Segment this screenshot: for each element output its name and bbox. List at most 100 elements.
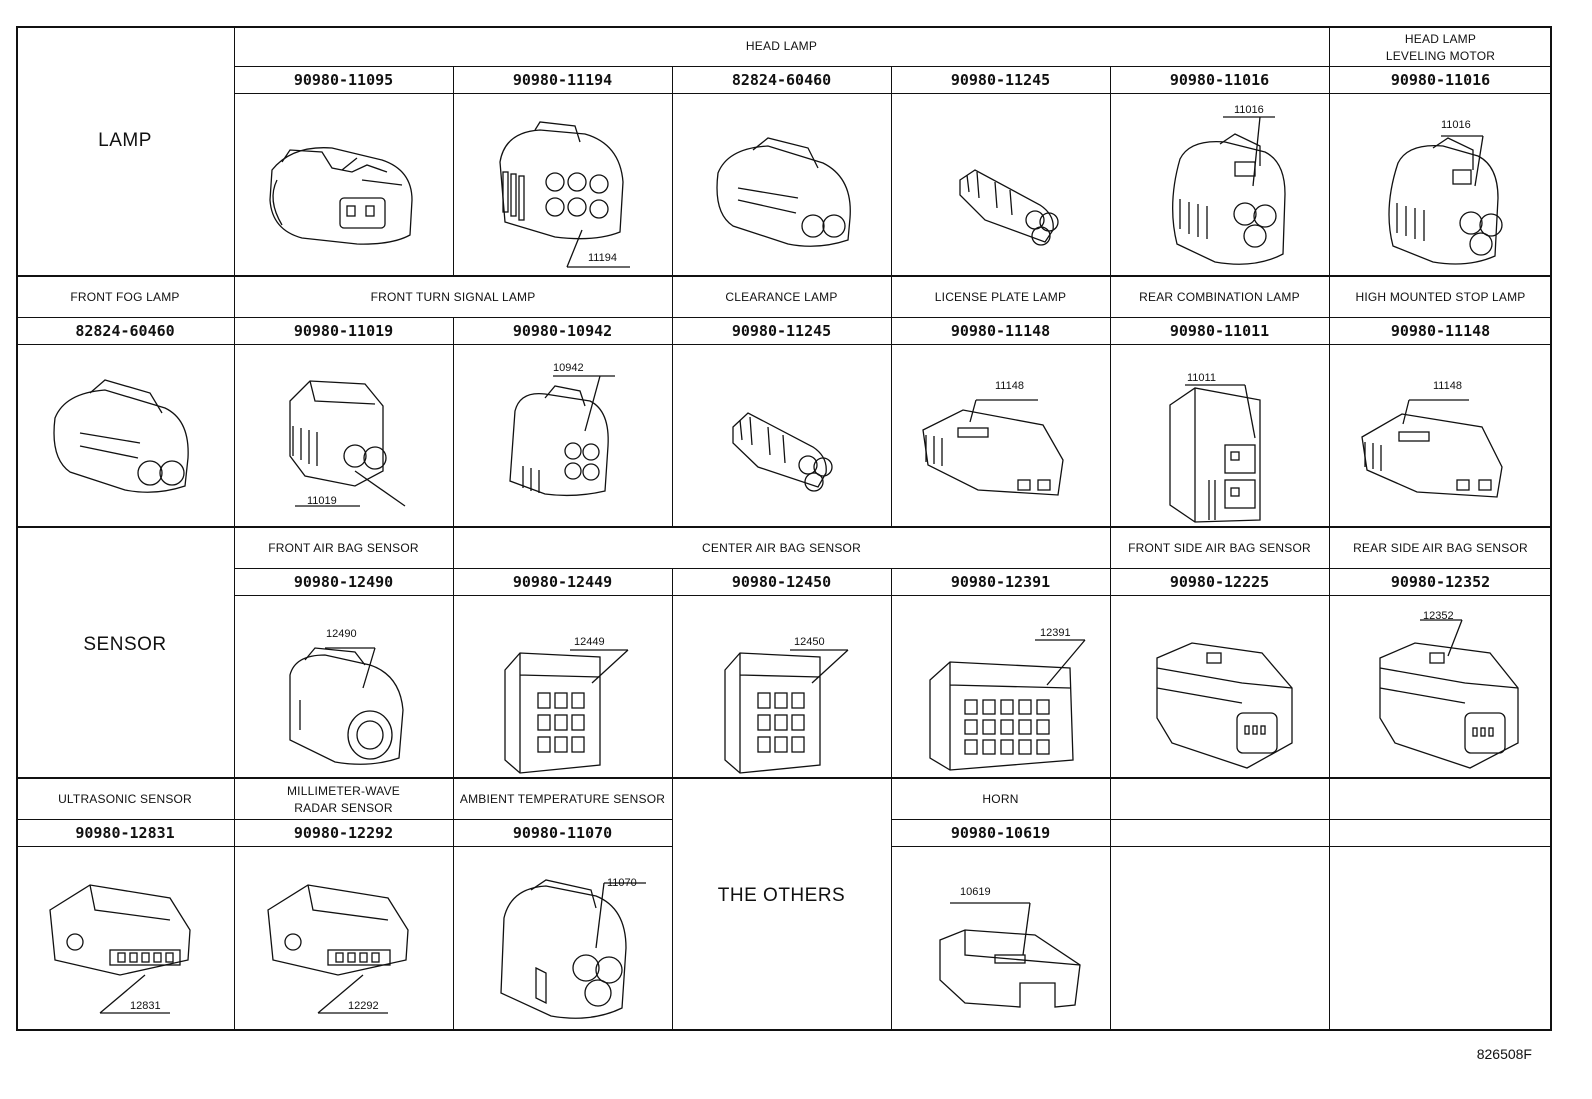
grid-line	[1110, 527, 1111, 778]
callout-label: 11070	[607, 877, 637, 889]
connector-illustration	[262, 140, 422, 255]
callout-label: 10942	[553, 362, 584, 374]
callout-label: 11011	[1187, 372, 1216, 384]
grid-line	[672, 66, 673, 276]
grid-line	[16, 317, 1552, 318]
callout-label: 11016	[1441, 119, 1471, 131]
connector-illustration	[935, 895, 1090, 1020]
connector-illustration	[500, 645, 630, 780]
connector-illustration	[496, 878, 656, 1028]
callout-label: 10619	[960, 886, 991, 898]
part-number: 90980-11245	[731, 322, 832, 340]
grid-line	[234, 276, 235, 527]
header-leveling-motor-line1: HEAD LAMP	[1404, 32, 1477, 46]
callout-label: 11194	[588, 252, 617, 264]
header-high-mounted-stop-lamp: HIGH MOUNTED STOP LAMP	[1355, 290, 1526, 304]
grid-line	[672, 568, 673, 778]
part-number: 90980-11016	[1169, 71, 1270, 89]
connector-illustration	[285, 640, 410, 775]
callout-label: 11148	[1433, 380, 1462, 392]
outer-frame	[16, 26, 1552, 1031]
grid-line	[891, 66, 892, 276]
header-horn: HORN	[982, 792, 1019, 806]
header-ambient-temperature-sensor: AMBIENT TEMPERATURE SENSOR	[459, 792, 666, 806]
grid-line	[1329, 527, 1330, 778]
grid-line	[1110, 66, 1111, 276]
part-number: 90980-11148	[1390, 322, 1491, 340]
callout-label: 12352	[1423, 610, 1454, 622]
grid-line	[1110, 276, 1111, 527]
header-center-air-bag-sensor: CENTER AIR BAG SENSOR	[702, 541, 861, 555]
grid-line	[234, 26, 235, 276]
part-number: 90980-12449	[512, 573, 613, 591]
header-rear-combination-lamp: REAR COMBINATION LAMP	[1139, 290, 1300, 304]
grid-line	[16, 846, 672, 847]
callout-label: 12490	[326, 628, 357, 640]
connector-illustration	[955, 160, 1065, 255]
callout-label: 12391	[1040, 627, 1071, 639]
connector-illustration	[1165, 380, 1275, 530]
connector-illustration	[258, 880, 423, 1025]
grid-line	[234, 93, 1552, 94]
part-number: 82824-60460	[731, 71, 832, 89]
header-front-side-air-bag-sensor: FRONT SIDE AIR BAG SENSOR	[1128, 541, 1311, 555]
header-license-plate-lamp: LICENSE PLATE LAMP	[934, 290, 1067, 304]
grid-line	[672, 778, 673, 1031]
part-number: 90980-11011	[1169, 322, 1270, 340]
header-front-fog-lamp: FRONT FOG LAMP	[70, 290, 180, 304]
header-front-turn-signal-lamp: FRONT TURN SIGNAL LAMP	[370, 290, 536, 304]
callout-label: 11016	[1234, 104, 1264, 116]
grid-line	[453, 66, 454, 276]
connector-illustration	[728, 405, 838, 500]
grid-line	[891, 819, 1552, 820]
grid-line	[672, 276, 673, 527]
header-millimeter-wave-line1: MILLIMETER-WAVE	[286, 784, 400, 798]
grid-line	[891, 846, 1552, 847]
connector-illustration	[495, 121, 645, 277]
header-leveling-motor-line2: LEVELING MOTOR	[1385, 49, 1496, 63]
connector-illustration	[1370, 618, 1525, 773]
part-number: 90980-12450	[731, 573, 832, 591]
part-number: 90980-10942	[512, 322, 613, 340]
connector-illustration	[50, 378, 200, 503]
connector-illustration	[285, 376, 415, 521]
part-number: 90980-12831	[75, 824, 175, 842]
connector-illustration	[720, 645, 850, 780]
grid-line	[891, 778, 892, 1031]
callout-label: 12450	[794, 636, 825, 648]
part-number: 90980-10619	[950, 824, 1051, 842]
header-rear-side-air-bag-sensor: REAR SIDE AIR BAG SENSOR	[1353, 541, 1528, 555]
grid-line	[234, 66, 1552, 67]
grid-line	[234, 568, 1552, 569]
connector-illustration	[1383, 128, 1513, 273]
part-number: 90980-11148	[950, 322, 1051, 340]
header-front-air-bag-sensor: FRONT AIR BAG SENSOR	[268, 541, 419, 555]
part-number: 90980-12490	[293, 573, 394, 591]
grid-line	[453, 527, 454, 778]
part-number: 90980-11095	[293, 71, 394, 89]
grid-line	[1329, 276, 1330, 527]
part-number: 90980-12352	[1390, 573, 1491, 591]
callout-label: 11019	[307, 495, 337, 507]
grid-line	[234, 527, 235, 778]
grid-line	[453, 778, 454, 1031]
connector-illustration	[1357, 392, 1507, 512]
grid-line	[234, 595, 1552, 596]
part-number: 90980-11016	[1390, 71, 1491, 89]
connector-illustration	[708, 137, 858, 258]
grid-line	[1110, 778, 1111, 1031]
grid-line	[891, 568, 892, 778]
connector-illustration	[1152, 638, 1302, 778]
grid-line	[1329, 26, 1330, 276]
connector-illustration	[925, 639, 1090, 780]
grid-line	[891, 276, 892, 527]
callout-label: 12292	[348, 1000, 379, 1012]
group-label-lamp: LAMP	[98, 130, 152, 151]
group-label-others: THE OTHERS	[717, 885, 846, 906]
connector-illustration	[1165, 104, 1295, 279]
header-clearance-lamp: CLEARANCE LAMP	[725, 290, 838, 304]
part-number: 90980-12225	[1169, 573, 1270, 591]
grid-line	[453, 317, 454, 527]
grid-line	[16, 344, 1552, 345]
